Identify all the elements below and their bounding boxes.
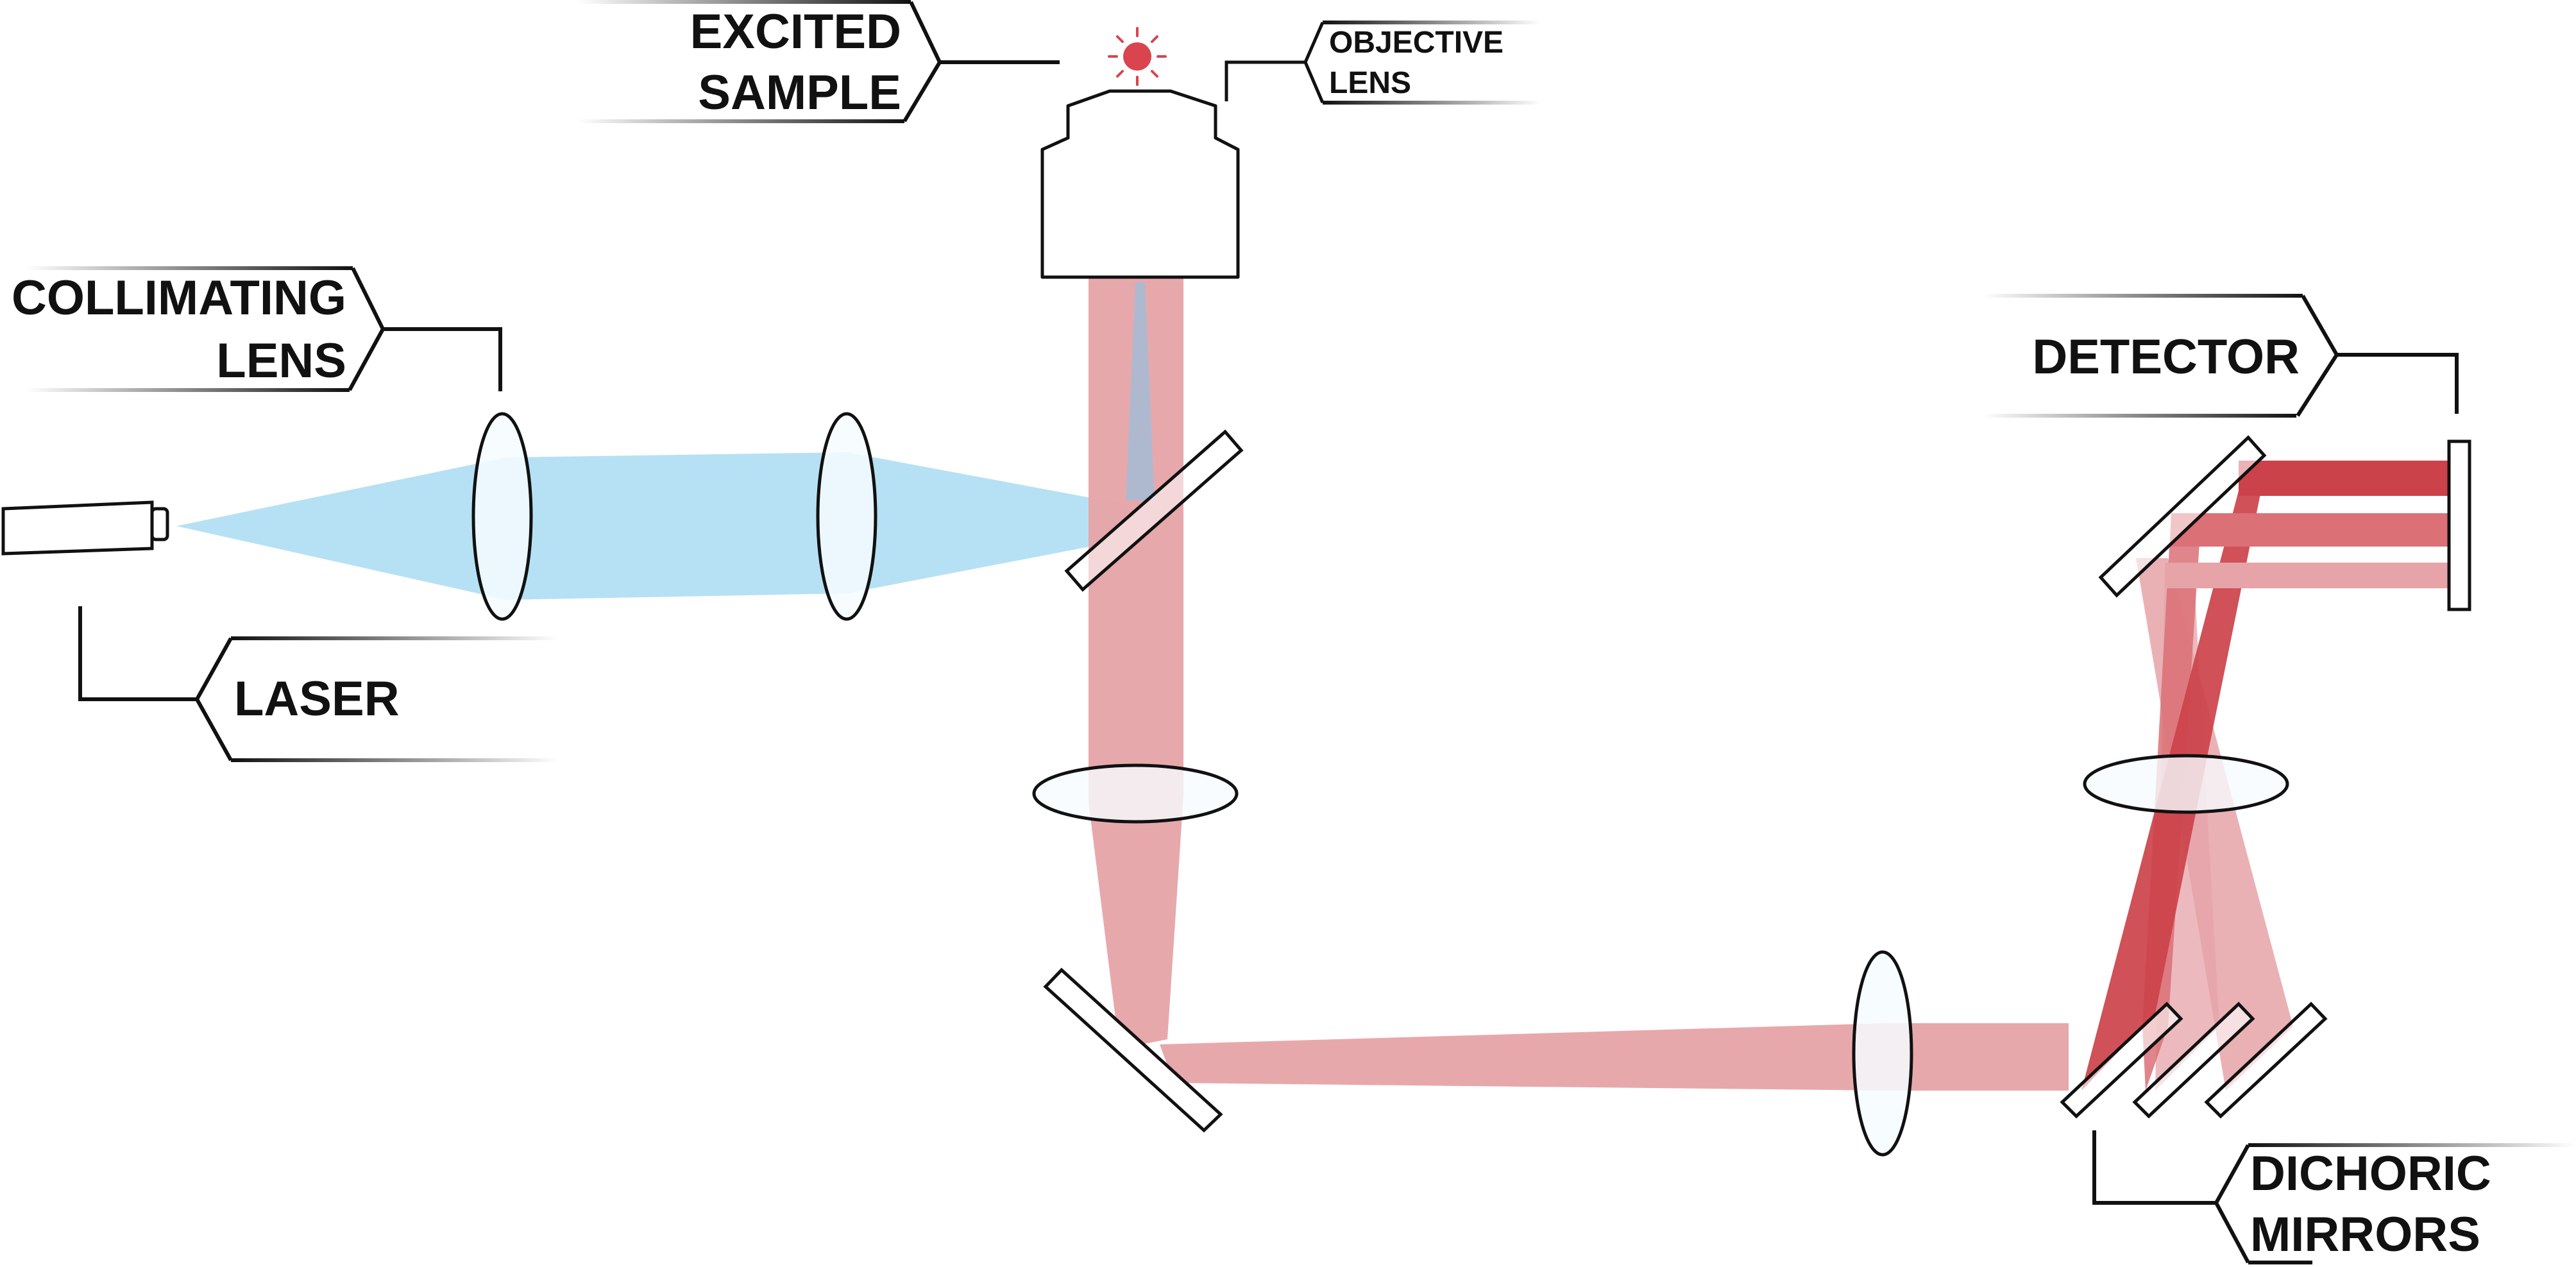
- detector-label: DETECTOR: [2032, 330, 2300, 384]
- dichroic-mirror-main: [1064, 429, 1244, 592]
- emission-beam-horizontal: [1160, 1023, 2069, 1091]
- callout-collimating-lens: COLLIMATING LENS: [12, 266, 502, 392]
- laser-label: LASER: [234, 672, 400, 726]
- callout-excited-sample: EXCITED SAMPLE: [577, 0, 1060, 123]
- collimating-lens-2: [816, 412, 877, 621]
- relay-lens-2: [1852, 950, 1913, 1157]
- sample-dot: [1123, 42, 1151, 71]
- laser-tip: [150, 507, 169, 541]
- detector-beam-mid: [2171, 513, 2450, 547]
- relay-lens-3: [2083, 754, 2289, 814]
- excited-sample: [1108, 27, 1167, 86]
- relay-lens-1: [1032, 763, 1239, 824]
- detector-beam-dark: [2239, 461, 2450, 496]
- detector: [2447, 439, 2471, 611]
- dichroic-mirror-2: [2132, 1001, 2255, 1119]
- detector-beam-light: [2165, 563, 2450, 588]
- dichoric-mirrors-label-line1: DICHORIC: [2250, 1146, 2491, 1201]
- laser-source: [1, 500, 169, 556]
- sample-rays: [1108, 27, 1167, 86]
- excitation-beam: [176, 452, 1132, 600]
- collimating-lens-label-line2: LENS: [216, 334, 346, 388]
- dichroic-mirror-1: [2060, 1001, 2183, 1119]
- objective-lens-label-line2: LENS: [1329, 66, 1411, 100]
- collimating-lens-label-line1: COLLIMATING: [12, 271, 346, 325]
- laser-body: [1, 500, 154, 556]
- objective-housing: [1040, 89, 1240, 279]
- fold-mirror: [1043, 967, 1223, 1133]
- callout-detector: DETECTOR: [1982, 294, 2459, 418]
- collimating-lens-1: [471, 412, 533, 621]
- dichroic-mirror-3: [2204, 1001, 2328, 1119]
- objective-lens-label-line1: OBJECTIVE: [1329, 26, 1504, 60]
- steering-mirror: [2098, 435, 2267, 598]
- dichoric-mirrors-label-line2: MIRRORS: [2250, 1207, 2480, 1262]
- beams: [176, 276, 2450, 1091]
- excitation-cone-up: [1126, 282, 1155, 500]
- excited-sample-label-line2: SAMPLE: [698, 65, 901, 120]
- emission-beam-vertical: [1089, 276, 1183, 1049]
- excited-sample-label-line1: EXCITED: [690, 4, 901, 59]
- callout-dichoric-mirrors: DICHORIC MIRRORS: [2092, 1130, 2575, 1264]
- callout-objective-lens: OBJECTIVE LENS: [1224, 21, 1541, 105]
- callout-laser: LASER: [78, 606, 558, 762]
